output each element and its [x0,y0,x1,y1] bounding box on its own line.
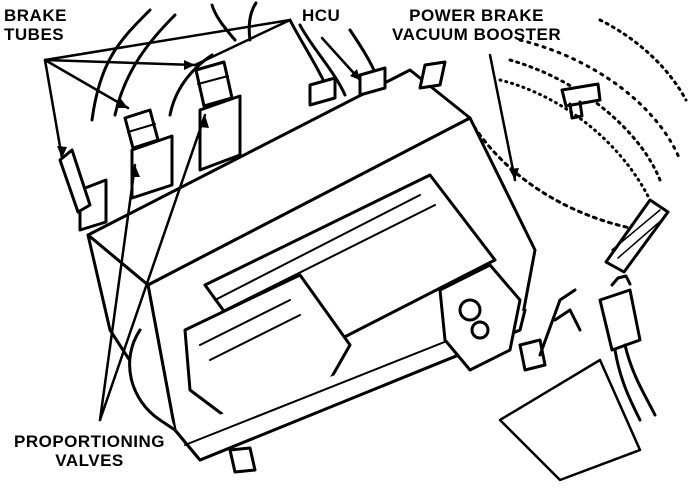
label-valves-line2: VALVES [55,451,124,470]
label-hcu: HCU [302,6,341,25]
label-brake-tubes: BRAKE TUBES [4,6,67,44]
label-brake-tubes-line1: BRAKE [4,6,67,25]
label-brake-tubes-line2: TUBES [4,25,65,44]
leader-arrowheads [57,60,519,180]
label-booster: POWER BRAKE VACUUM BOOSTER [392,6,561,44]
label-booster-line1: POWER BRAKE [409,6,545,25]
label-valves-line1: PROPORTIONING [14,432,166,451]
vacuum-booster [468,18,688,274]
electrical-connector [438,263,657,422]
hcu-body [86,68,537,462]
label-booster-line2: VACUUM BOOSTER [392,25,562,44]
label-proportioning-valves: PROPORTIONING VALVES [14,432,165,470]
mounting-bracket [128,328,642,482]
leader-lines [43,18,517,422]
